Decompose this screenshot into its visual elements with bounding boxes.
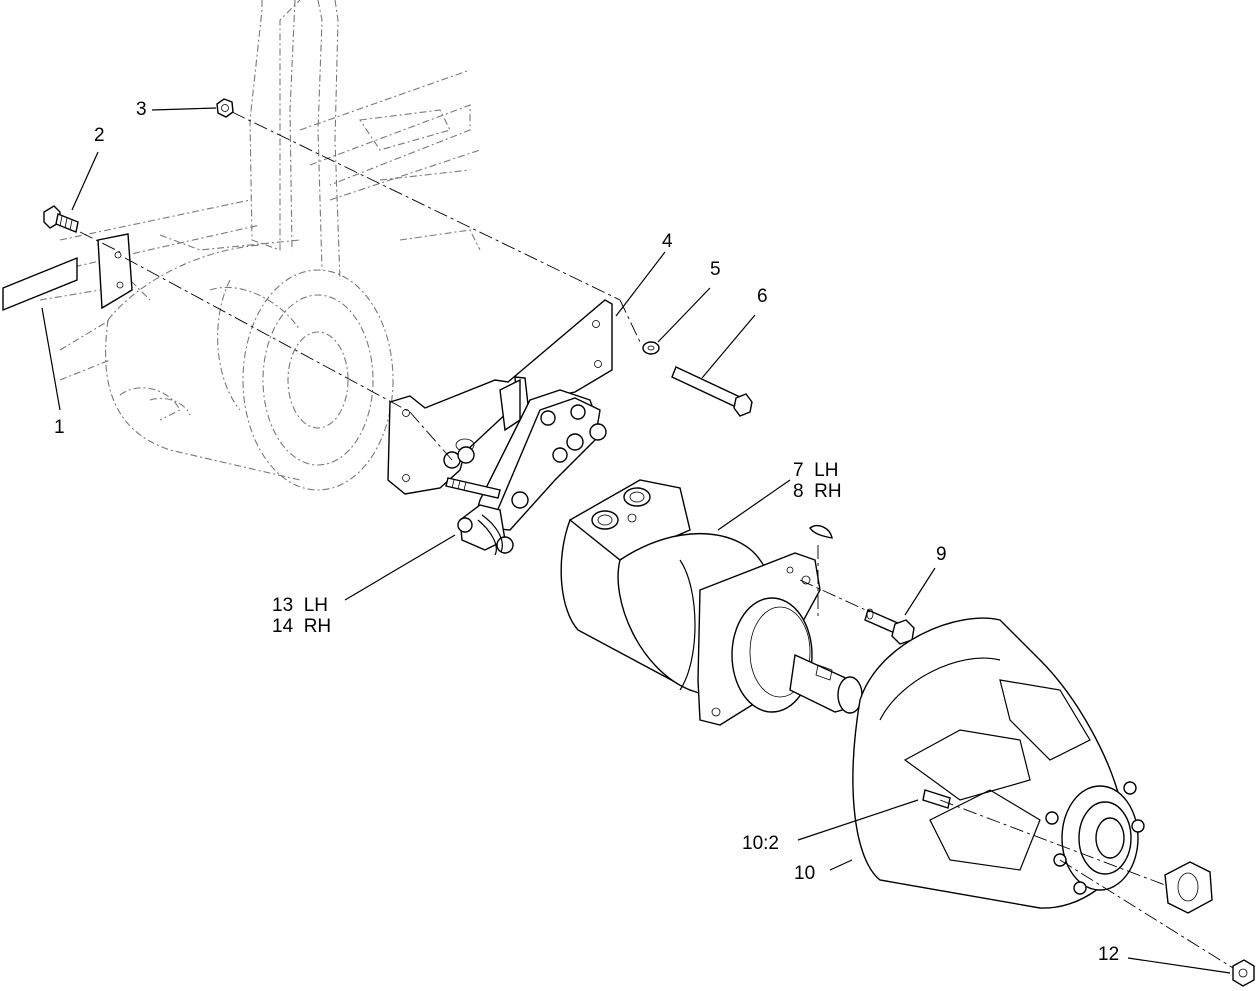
bolt-part-9 (864, 608, 915, 645)
mount-plate-part-4 (387, 299, 613, 495)
callout-9: 9 (936, 544, 947, 565)
leader-lines (41, 107, 1231, 974)
hub-nut (1164, 861, 1213, 914)
callout-14-rh: 14 RH (272, 616, 332, 637)
callout-13-lh: 13 LH (272, 595, 328, 616)
callout-5: 5 (710, 259, 721, 280)
callout-4: 4 (662, 231, 673, 252)
callout-6: 6 (757, 286, 768, 307)
nut-part-3 (216, 98, 234, 118)
phantom-frame (39, 0, 481, 381)
callout-10: 10 (794, 863, 816, 884)
washer-part-5 (642, 341, 660, 355)
callout-7-lh: 7 LH (793, 460, 839, 481)
callout-12: 12 (1098, 944, 1120, 965)
bolt-part-2 (43, 205, 79, 233)
callout-8-rh: 8 RH (793, 481, 842, 502)
brake-assembly-part-13-14 (443, 376, 607, 556)
frame-bracket (97, 233, 133, 310)
callout-3: 3 (136, 99, 147, 120)
bolt-part-6 (671, 366, 753, 417)
phantom-transmission (105, 244, 394, 491)
callout-2: 2 (94, 125, 105, 146)
wheel-hub-part-10 (852, 617, 1145, 909)
hydraulic-motor-part-7-8 (560, 479, 863, 726)
assembly-axis-lines (79, 111, 1234, 969)
decal-part (2, 256, 78, 312)
callout-1: 1 (54, 417, 65, 438)
callout-10-2: 10:2 (742, 833, 779, 854)
lug-nut-part-12 (1232, 959, 1255, 987)
